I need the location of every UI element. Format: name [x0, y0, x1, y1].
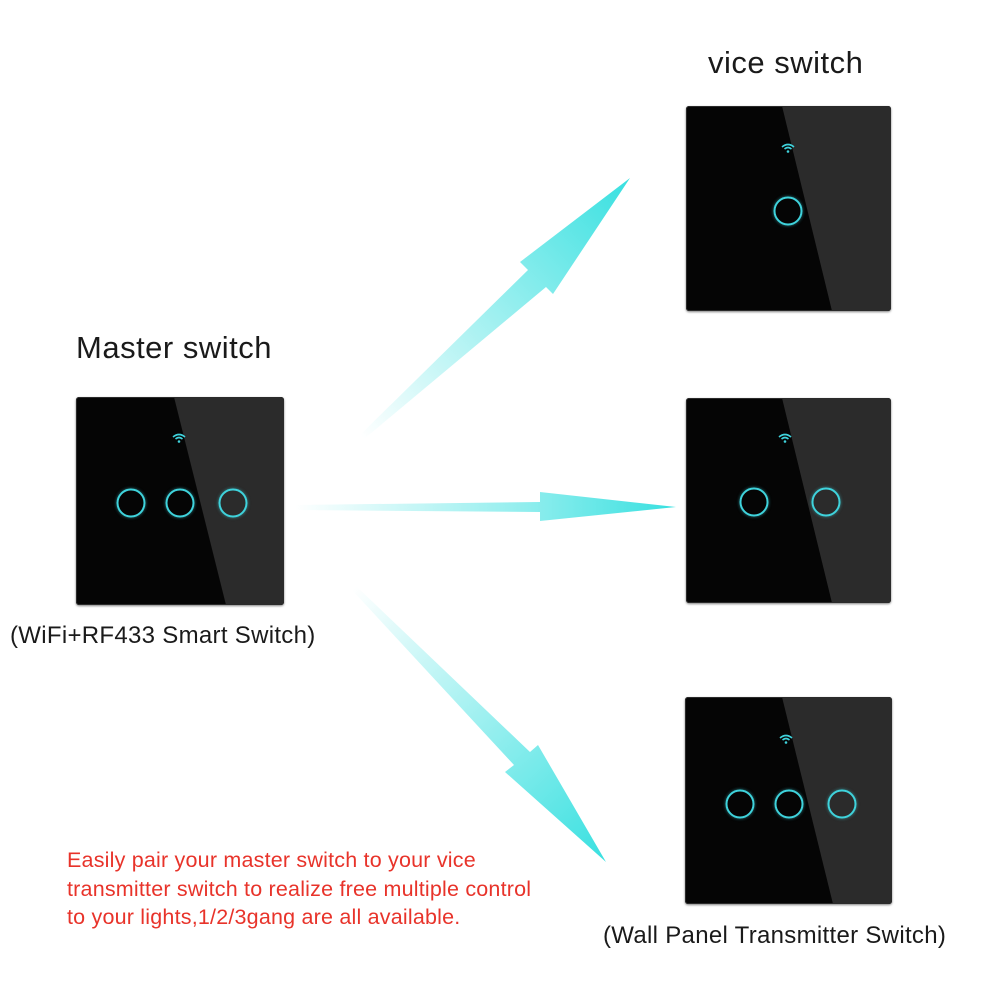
master-switch-caption: (WiFi+RF433 Smart Switch)	[10, 622, 316, 649]
touch-button-2	[165, 488, 195, 518]
arrow-icon	[295, 492, 676, 521]
wifi-icon	[172, 433, 186, 443]
glass-reflection	[782, 106, 891, 311]
touch-button-3	[827, 789, 857, 819]
vice-switch-caption: (Wall Panel Transmitter Switch)	[603, 922, 947, 949]
arrow-icon	[352, 586, 606, 862]
touch-button-3	[218, 488, 248, 518]
glass-reflection	[782, 398, 891, 603]
wifi-icon	[781, 143, 795, 153]
description-text: Easily pair your master switch to your v…	[67, 848, 532, 929]
master-switch-title: Master switch	[76, 330, 272, 365]
touch-button-1	[116, 488, 146, 518]
wifi-icon	[778, 433, 792, 443]
vice-switch-title: vice switch	[708, 45, 864, 80]
vice-switch-panel-1gang	[686, 106, 891, 311]
touch-button-2	[811, 487, 841, 517]
wifi-icon	[779, 734, 793, 744]
touch-button-2	[774, 789, 804, 819]
vice-switch-panel-3gang	[685, 697, 892, 904]
master-switch-panel	[76, 397, 284, 605]
touch-button-1	[725, 789, 755, 819]
vice-switch-panel-2gang	[686, 398, 891, 603]
arrow-icon	[360, 178, 630, 439]
touch-button-1	[773, 196, 803, 226]
touch-button-1	[739, 487, 769, 517]
